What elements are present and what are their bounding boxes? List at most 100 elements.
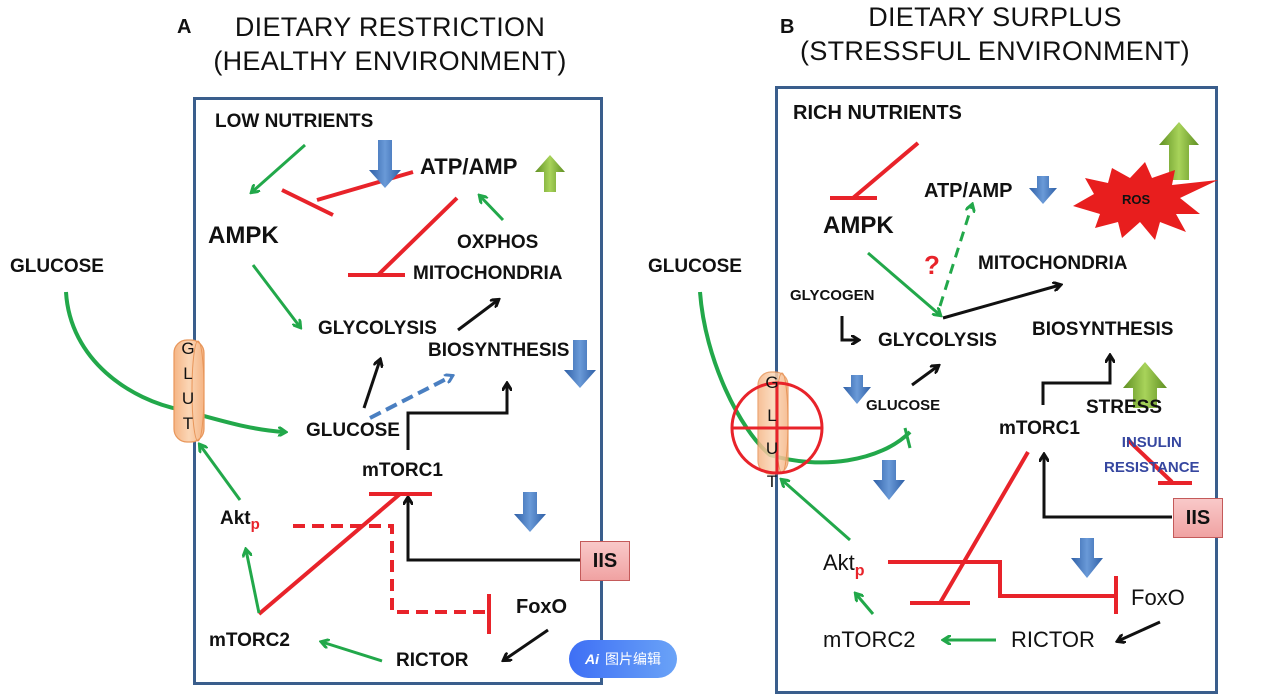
panel-a-title-line2: (HEALTHY ENVIRONMENT) bbox=[213, 46, 567, 76]
node-glycolysis: GLYCOLYSIS bbox=[318, 318, 437, 339]
node-ros: ROS bbox=[1122, 192, 1151, 207]
up-arrow-icon bbox=[1123, 362, 1167, 408]
arrow-rictor-to-mtorc2 bbox=[322, 642, 383, 663]
node-biosynthesis: BIOSYNTHESIS bbox=[428, 340, 570, 361]
down-arrow-icon bbox=[1029, 176, 1057, 204]
node-stress: STRESS bbox=[1086, 397, 1163, 418]
blocked-icon bbox=[730, 381, 824, 475]
arrow-ampk-to-glycolysis bbox=[251, 264, 300, 327]
arrow-iis-to-mtorc1 bbox=[1044, 455, 1172, 519]
node-glucose-outside: GLUCOSE bbox=[10, 256, 104, 277]
down-arrow-icon bbox=[1071, 538, 1103, 578]
arrow-foxo-to-rictor bbox=[1118, 620, 1161, 641]
inhibit-insulin-resistance-to-iis bbox=[1126, 438, 1192, 485]
node-mitochondria: MITOCHONDRIA bbox=[978, 253, 1128, 274]
node-mtorc2: mTORC2 bbox=[209, 630, 290, 651]
node-glucose-inside: GLUCOSE bbox=[306, 420, 400, 441]
arrow-iis-to-mtorc1 bbox=[408, 498, 580, 562]
akt-phospho-subscript: p bbox=[250, 515, 260, 533]
node-mtorc1: mTORC1 bbox=[999, 418, 1080, 439]
akt-label: Akt bbox=[823, 550, 855, 575]
node-oxphos: OXPHOS bbox=[457, 232, 539, 253]
up-arrow-icon bbox=[535, 155, 565, 192]
ai-image-edit-label: 图片编辑 bbox=[605, 651, 661, 667]
arrow-low-nutrients-to-ampk bbox=[252, 143, 306, 192]
arrow-glucose-to-biosynthesis-dashed bbox=[369, 376, 452, 420]
arrow-glycolysis-to-mitochondria bbox=[457, 300, 498, 332]
inhibit-akt-to-foxo-dashed bbox=[293, 524, 491, 634]
node-glucose-inside: GLUCOSE bbox=[866, 397, 941, 414]
panel-a-title: DIETARY RESTRICTION (HEALTHY ENVIRONMENT… bbox=[205, 10, 575, 78]
arrow-foxo-to-rictor bbox=[504, 628, 549, 660]
glut-letter: T bbox=[766, 472, 778, 491]
arrow-mtorc2-to-akt bbox=[856, 594, 875, 615]
panel-b-letter: B bbox=[780, 16, 795, 38]
inhibit-atp-to-ampk bbox=[281, 170, 414, 217]
arrow-oxphos-to-atp bbox=[480, 196, 505, 222]
akt-phospho-subscript: p bbox=[854, 562, 865, 580]
insulin-resistance-line2: RESISTANCE bbox=[1104, 459, 1200, 476]
panel-b-title-line2: (STRESSFUL ENVIRONMENT) bbox=[800, 36, 1190, 66]
node-iis: IIS bbox=[1173, 498, 1223, 538]
node-atp-amp: ATP/AMP bbox=[924, 180, 1013, 202]
node-ampk: AMPK bbox=[208, 222, 279, 249]
akt-label: Akt bbox=[220, 508, 251, 529]
node-akt: Aktp bbox=[220, 508, 260, 533]
arrow-akt-to-glut bbox=[782, 480, 851, 542]
glut-letter: T bbox=[182, 414, 194, 433]
arrow-ampk-to-glycolysis bbox=[867, 251, 940, 315]
arrow-glycogen-to-glycolysis bbox=[840, 316, 858, 340]
arrow-mtorc2-to-akt bbox=[246, 550, 261, 614]
node-foxo: FoxO bbox=[1131, 585, 1185, 610]
glut-transporter-a bbox=[173, 339, 205, 443]
ai-icon: Ai bbox=[585, 651, 599, 667]
node-rich-nutrients: RICH NUTRIENTS bbox=[793, 102, 962, 124]
question-mark: ? bbox=[924, 250, 940, 280]
glut-letter: U bbox=[181, 389, 195, 408]
up-arrow-icon bbox=[1159, 122, 1199, 180]
glut-letter: U bbox=[765, 439, 779, 458]
arrow-glycolysis-to-atp-dashed bbox=[938, 205, 972, 307]
arrow-mtorc1-to-biosynthesis bbox=[1041, 356, 1110, 405]
glut-letter: L bbox=[183, 364, 193, 383]
inhibit-mtorc2-to-mtorc1 bbox=[257, 492, 432, 616]
node-mtorc2: mTORC2 bbox=[823, 627, 916, 652]
down-arrow-icon bbox=[873, 460, 905, 500]
glut-label-b: G L U T bbox=[765, 366, 779, 498]
inhibit-nutrients-to-ampk bbox=[830, 141, 920, 200]
node-low-nutrients: LOW NUTRIENTS bbox=[215, 111, 374, 132]
node-glucose-outside: GLUCOSE bbox=[648, 256, 742, 277]
ai-image-edit-button[interactable]: Ai 图片编辑 bbox=[569, 640, 677, 678]
node-ampk: AMPK bbox=[823, 212, 894, 239]
panel-a-title-line1: DIETARY RESTRICTION bbox=[234, 12, 546, 42]
arrow-glycolysis-to-mitochondria bbox=[942, 285, 1060, 320]
panel-b-title: DIETARY SURPLUS (STRESSFUL ENVIRONMENT) bbox=[795, 0, 1195, 68]
panel-a-letter: A bbox=[177, 16, 192, 38]
glut-letter: G bbox=[765, 373, 779, 392]
node-glycogen: GLYCOGEN bbox=[790, 287, 875, 304]
node-rictor: RICTOR bbox=[396, 650, 469, 671]
down-arrow-icon bbox=[843, 375, 871, 404]
glut-label-a: G L U T bbox=[181, 336, 195, 436]
inhibit-mtorc1-to-mtorc2 bbox=[910, 450, 1030, 605]
node-iis: IIS bbox=[580, 541, 630, 581]
node-mitochondria: MITOCHONDRIA bbox=[413, 263, 563, 284]
node-glycolysis: GLYCOLYSIS bbox=[878, 330, 997, 351]
down-arrow-icon bbox=[564, 340, 596, 388]
node-akt: Aktp bbox=[823, 550, 865, 580]
arrow-akt-to-glut bbox=[200, 445, 242, 501]
node-foxo: FoxO bbox=[516, 596, 568, 618]
inhibit-akt-to-foxo bbox=[888, 560, 1118, 614]
down-arrow-icon bbox=[369, 140, 401, 188]
ros-starburst bbox=[1073, 162, 1218, 240]
node-atp-amp: ATP/AMP bbox=[420, 154, 518, 179]
inhibit-to-mitochondria bbox=[348, 196, 459, 277]
glut-letter: L bbox=[767, 406, 777, 425]
glut-letter: G bbox=[181, 339, 195, 358]
arrow-glucose-to-glycolysis bbox=[911, 366, 938, 387]
down-arrow-icon bbox=[514, 492, 546, 532]
node-mtorc1: mTORC1 bbox=[362, 460, 443, 481]
node-biosynthesis: BIOSYNTHESIS bbox=[1032, 319, 1174, 340]
panel-b-title-line1: DIETARY SURPLUS bbox=[868, 2, 1122, 32]
